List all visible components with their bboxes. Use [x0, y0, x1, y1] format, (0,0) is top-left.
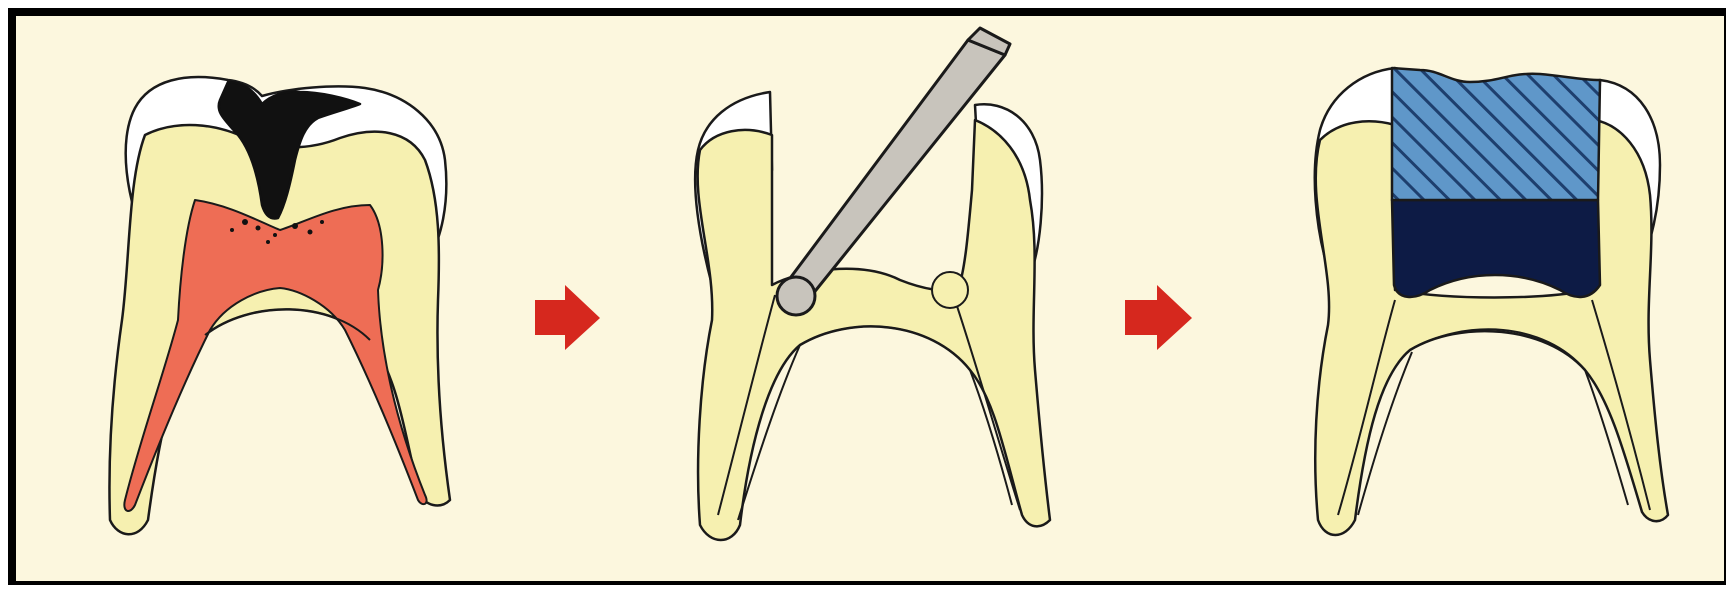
- filling-base: [1392, 200, 1600, 297]
- step-arrow-2: [1125, 285, 1192, 350]
- tooth-with-caries-icon: [110, 77, 451, 534]
- step-arrow-1: [535, 285, 600, 350]
- tooth-with-drill-icon: [695, 28, 1050, 540]
- tooth-with-filling-icon: [1315, 68, 1668, 535]
- filling-top: [1392, 68, 1600, 200]
